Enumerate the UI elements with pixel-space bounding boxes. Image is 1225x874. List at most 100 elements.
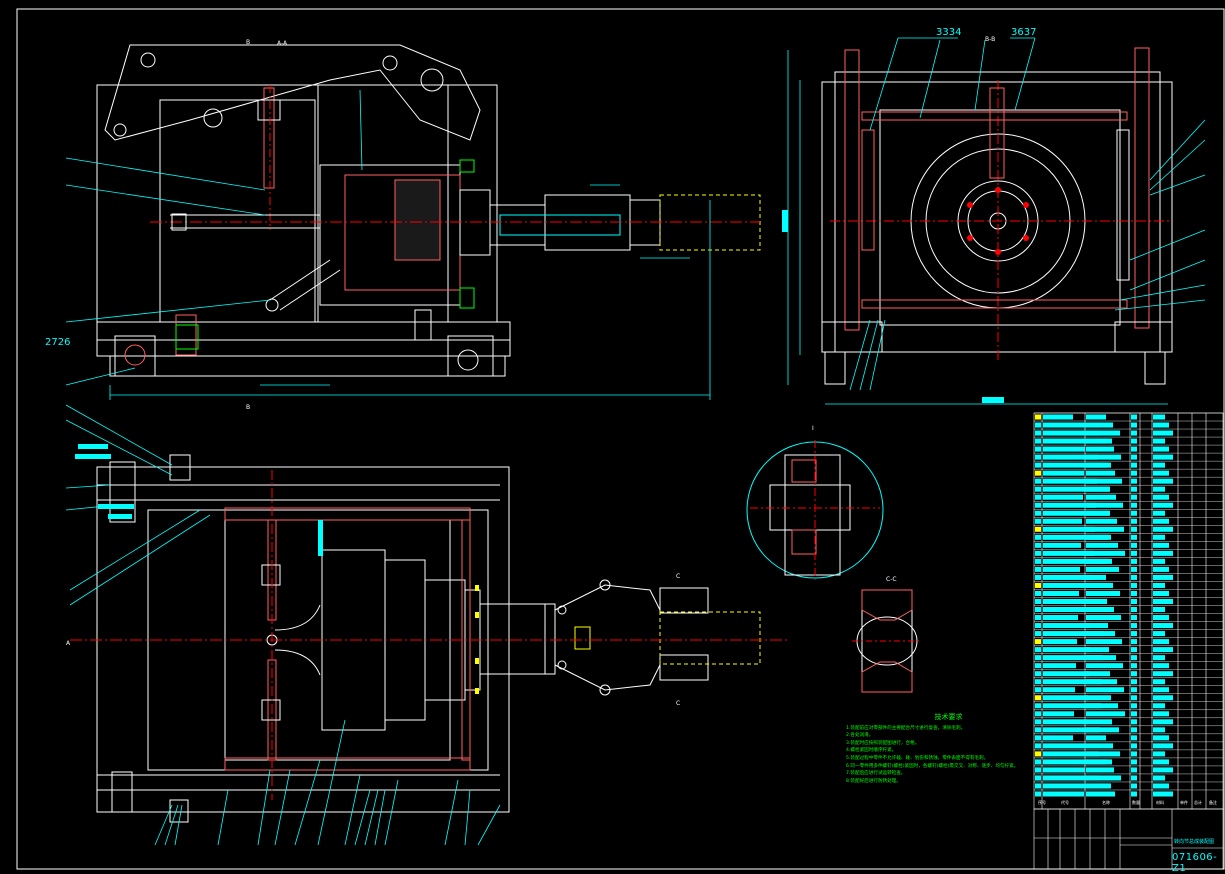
- bom-cell: [1153, 446, 1169, 452]
- bom-cell: [1131, 639, 1137, 645]
- bom-cell: [1153, 510, 1165, 516]
- side-view-label: B-B: [985, 36, 996, 43]
- bom-cell: [1153, 438, 1165, 444]
- bom-cell: [1153, 454, 1173, 460]
- bom-cell: [1131, 526, 1137, 532]
- bom-cell: [1035, 751, 1041, 757]
- tech-req-item: 1.装配前应对零部件的主要配合尺寸进行复查，清除毛刺。: [846, 725, 966, 731]
- bom-cell: [1153, 695, 1173, 701]
- bom-cell: [1131, 582, 1137, 588]
- bom-cell: [1086, 582, 1113, 588]
- bom-cell: [1043, 414, 1073, 420]
- bom-cell: [1153, 582, 1165, 588]
- bom-cell: [1153, 783, 1169, 789]
- bom-cell: [1153, 422, 1169, 428]
- bom-cell: [1043, 502, 1096, 508]
- bom-cell: [1043, 470, 1084, 476]
- bom-cell: [1043, 791, 1084, 797]
- bom-cell: [1035, 639, 1041, 645]
- bom-cell: [1043, 582, 1106, 588]
- bom-cell: [1131, 759, 1137, 765]
- bom-cell: [1035, 607, 1041, 613]
- bom-cell: [1153, 462, 1165, 468]
- plan-view: [65, 404, 790, 846]
- bom-cell: [1043, 430, 1099, 436]
- bom-cell: [1153, 735, 1169, 741]
- bom-cell: [1086, 679, 1117, 685]
- bom-cell: [1153, 623, 1173, 629]
- bom-cell: [1035, 430, 1041, 436]
- bom-cell: [1086, 454, 1121, 460]
- section-view-cc: [852, 589, 922, 693]
- bom-cell: [1131, 574, 1137, 580]
- section-label-aa: A-A: [277, 40, 288, 47]
- bom-cell: [1131, 647, 1137, 653]
- bom-cell: [1043, 494, 1083, 500]
- bom-cell: [1153, 615, 1169, 621]
- cut-marker-c-bottom: C: [676, 700, 681, 707]
- bom-cell: [1043, 542, 1081, 548]
- bom-cell: [1043, 590, 1079, 596]
- plan-cut-marker: A: [66, 640, 71, 647]
- bom-cell: [1043, 671, 1089, 677]
- bom-cell: [1035, 574, 1041, 580]
- bom-cell: [1153, 430, 1173, 436]
- bom-cell: [1153, 655, 1165, 661]
- bom-cell: [1086, 430, 1120, 436]
- bom-cell: [1043, 743, 1086, 749]
- bom-cell: [1035, 470, 1041, 476]
- bom-cell: [1043, 719, 1087, 725]
- bom-cell: [1131, 478, 1137, 484]
- bom-cell: [1035, 462, 1041, 468]
- bom-cell: [1035, 438, 1041, 444]
- bom-cell: [1035, 550, 1041, 556]
- bom-cell: [1043, 486, 1110, 492]
- bom-cell: [1086, 590, 1120, 596]
- bom-cell: [1153, 719, 1173, 725]
- bom-cell: [1035, 775, 1041, 781]
- bom-cell: [1086, 558, 1112, 564]
- bom-cell: [1153, 470, 1169, 476]
- bom-cell: [1043, 783, 1111, 789]
- bom-cell: [1043, 759, 1112, 765]
- bom-cell: [1153, 767, 1173, 773]
- bom-cell: [1035, 767, 1041, 773]
- bom-cell: [1086, 695, 1111, 701]
- bom-cell: [1131, 414, 1137, 420]
- bom-cell: [1131, 631, 1137, 637]
- bom-header-cell: 材料: [1156, 800, 1164, 805]
- bom-cell: [1131, 655, 1137, 661]
- bom-cell: [1153, 647, 1173, 653]
- bom-cell: [1035, 510, 1041, 516]
- bom-cell: [1035, 663, 1041, 669]
- bom-cell: [1086, 486, 1109, 492]
- side-view-bb: [782, 37, 1206, 405]
- bom-cell: [1043, 655, 1103, 661]
- bom-cell: [1035, 655, 1041, 661]
- bom-cell: [1086, 671, 1110, 677]
- bom-cell: [1086, 462, 1108, 468]
- bom-cell: [1086, 446, 1114, 452]
- bom-cell: [1131, 598, 1137, 604]
- tech-req-item: 8.装配好后进行防锈处理。: [846, 778, 901, 784]
- bom-cell: [1035, 486, 1041, 492]
- bom-cell: [1035, 631, 1041, 637]
- tech-req-item: 7.装配后应进行试运转检查。: [846, 771, 906, 777]
- bom-cell: [1131, 486, 1137, 492]
- bom-cell: [1035, 695, 1041, 701]
- detail-label: I: [812, 425, 814, 432]
- bom-cell: [1035, 647, 1041, 653]
- bom-cell: [1131, 550, 1137, 556]
- bom-cell: [1153, 414, 1165, 420]
- bom-cell: [1131, 791, 1137, 797]
- bom-cell: [1035, 671, 1041, 677]
- bom-cell: [1153, 663, 1169, 669]
- bom-rows: [1034, 412, 1223, 797]
- bom-cell: [1153, 751, 1165, 757]
- bom-cell: [1035, 719, 1041, 725]
- bom-cell: [1086, 542, 1118, 548]
- bom-cell: [1086, 438, 1107, 444]
- technical-requirements: 技术要求 1.装配前应对零部件的主要配合尺寸进行复查，清除毛刺。 2.各处润滑。…: [846, 713, 1031, 785]
- bom-cell: [1086, 719, 1112, 725]
- bom-cell: [1043, 615, 1078, 621]
